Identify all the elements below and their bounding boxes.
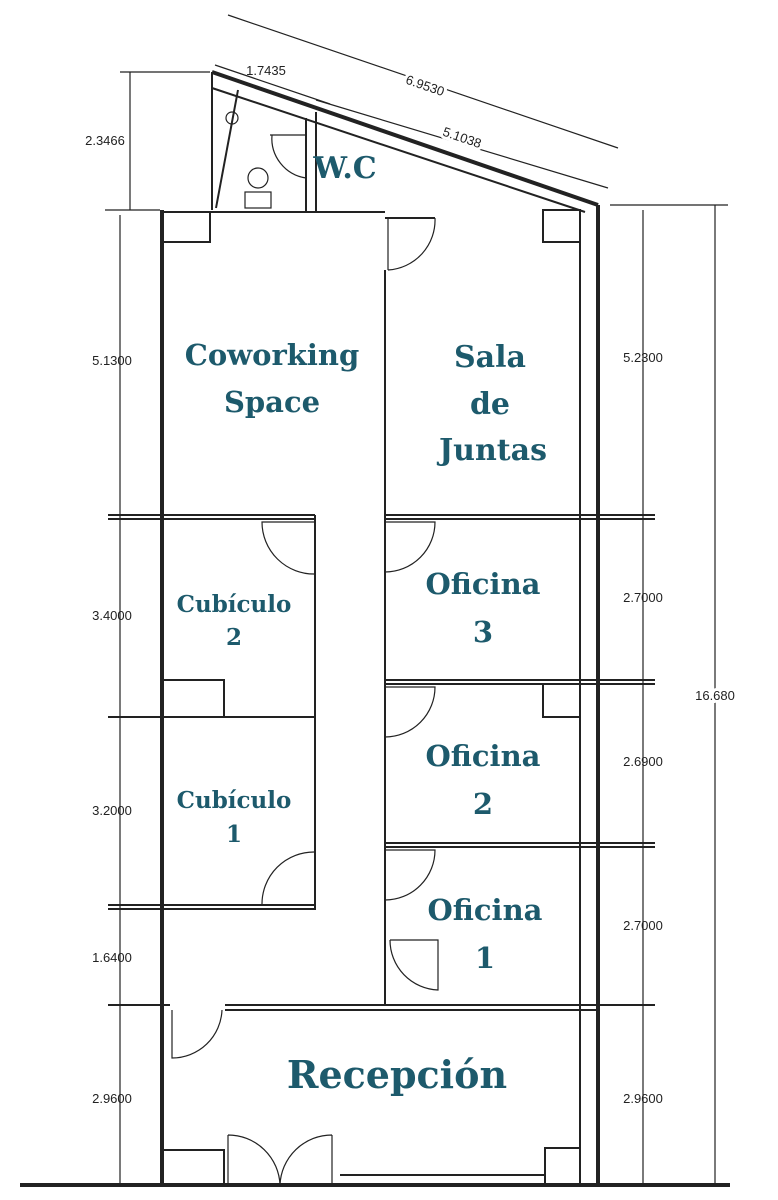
dim-top-long: 6.9530 [404, 72, 446, 99]
dim-left-cubiculo1: 3.2000 [92, 803, 132, 818]
dim-left-wc: 2.3466 [85, 133, 125, 148]
room-sala-line1: Sala [454, 340, 526, 375]
room-oficina3-line1: Oficina [426, 567, 541, 601]
room-oficina2-line1: Oficina [426, 739, 541, 773]
dim-left-coworking: 5.1300 [92, 353, 132, 368]
dim-right-oficina3: 2.7000 [623, 590, 663, 605]
dim-right-oficina2: 2.6900 [623, 754, 663, 769]
room-wc: W.C [312, 151, 376, 186]
dim-top-inner: 5.1038 [441, 124, 483, 151]
room-sala-line2: de [470, 387, 510, 422]
dim-right-oficina1: 2.7000 [623, 918, 663, 933]
dimension-lines [105, 14, 728, 1185]
room-oficina3-line2: 3 [473, 615, 493, 649]
room-cubiculo1-line1: Cubículo [177, 787, 292, 814]
dim-right-sala: 5.2300 [623, 350, 663, 365]
room-coworking-line2: Space [224, 385, 320, 419]
room-cubiculo2-line1: Cubículo [177, 591, 292, 618]
dim-left-cubiculo2: 3.4000 [92, 608, 132, 623]
room-cubiculo1-line2: 1 [226, 821, 242, 848]
room-oficina1-line1: Oficina [428, 893, 543, 927]
room-sala-line3: Juntas [436, 433, 547, 468]
dim-left-recepcion: 2.9600 [92, 1091, 132, 1106]
walls [20, 70, 730, 1187]
room-oficina1-line2: 1 [475, 941, 495, 975]
dim-total: 16.680 [695, 688, 735, 703]
dim-right-recepcion: 2.9600 [623, 1091, 663, 1106]
room-recepcion: Recepción [287, 1052, 507, 1097]
room-coworking-line1: Coworking [185, 338, 359, 372]
room-cubiculo2-line2: 2 [226, 624, 242, 651]
dim-left-hall: 1.6400 [92, 950, 132, 965]
dim-top-short: 1.7435 [246, 63, 286, 78]
room-oficina2-line2: 2 [473, 787, 493, 821]
